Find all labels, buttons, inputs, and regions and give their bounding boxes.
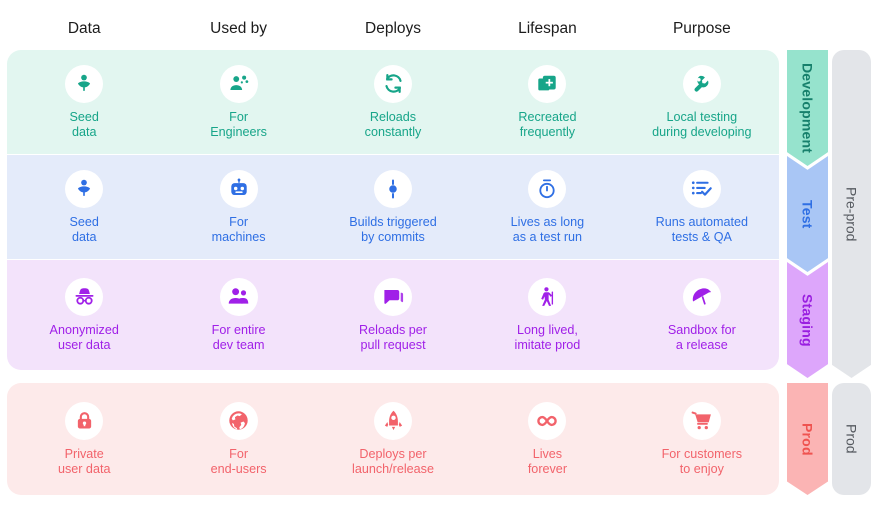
group-column-pre-prod: Pre-prod <box>832 50 871 378</box>
engineer-icon <box>219 64 258 103</box>
column-header-lifespan: Lifespan <box>518 20 577 37</box>
shopping-cart-icon <box>682 401 721 440</box>
column-header-used-by: Used by <box>210 20 268 37</box>
cell-caption: Private user data <box>57 446 111 476</box>
cell-caption: Reloads per pull request <box>359 322 427 352</box>
umbrella-icon <box>682 277 721 316</box>
cell-staging-data: Anonymized user data <box>7 277 161 353</box>
group-label: Prod <box>843 424 860 454</box>
cell-staging-used-by: For entire dev team <box>161 277 315 353</box>
stopwatch-icon <box>528 169 567 208</box>
cell-test-used-by: For machines <box>161 169 315 245</box>
incognito-icon <box>65 277 104 316</box>
seedling-icon <box>65 64 104 103</box>
cell-caption: Long lived, imitate prod <box>514 322 581 352</box>
cell-caption: Reloads constantly <box>364 109 422 139</box>
row-prod: Private user data For end-users Deploy <box>7 383 779 495</box>
env-tab-staging[interactable]: Staging <box>787 262 828 378</box>
env-tab-label: Development <box>799 62 816 154</box>
infinity-icon <box>528 401 567 440</box>
commit-icon <box>374 169 413 208</box>
cell-prod-deploys: Deploys per launch/release <box>316 401 470 477</box>
rocket-icon <box>374 401 413 440</box>
cell-caption: Builds triggered by commits <box>349 214 437 244</box>
cell-development-lifespan: Recreated frequently <box>470 64 624 140</box>
env-tab-label: Prod <box>799 422 816 456</box>
env-tab-label: Staging <box>799 293 816 347</box>
column-header-data: Data <box>67 20 101 37</box>
lock-icon <box>65 401 104 440</box>
cell-staging-deploys: Reloads per pull request <box>316 277 470 353</box>
robot-icon <box>219 169 258 208</box>
row-development: Seed data For Engineers <box>7 50 779 154</box>
cell-caption: Recreated frequently <box>518 109 577 139</box>
cell-caption: Seed data <box>69 214 99 244</box>
cell-development-used-by: For Engineers <box>161 64 315 140</box>
people-icon <box>219 277 258 316</box>
env-tab-prod[interactable]: Prod <box>787 383 828 495</box>
cell-caption: For entire dev team <box>211 322 266 352</box>
cell-caption: Seed data <box>69 109 99 139</box>
elderly-person-icon <box>528 277 567 316</box>
cell-test-data: Seed data <box>7 169 161 245</box>
env-tab-label: Test <box>799 199 816 229</box>
cell-caption: Local testing during developing <box>652 109 752 139</box>
globe-icon <box>219 401 258 440</box>
seedling-icon <box>65 169 104 208</box>
cell-prod-used-by: For end-users <box>161 401 315 477</box>
cell-caption: Deploys per launch/release <box>352 446 434 476</box>
cell-development-deploys: Reloads constantly <box>316 64 470 140</box>
cell-caption: Lives forever <box>527 446 568 476</box>
cell-test-purpose: Runs automated tests & QA <box>625 169 779 245</box>
column-header-deploys: Deploys <box>365 20 422 37</box>
env-tab-development[interactable]: Development <box>787 50 828 166</box>
cell-staging-purpose: Sandbox for a release <box>625 277 779 353</box>
env-tab-test[interactable]: Test <box>787 156 828 272</box>
checklist-icon <box>682 169 721 208</box>
cell-caption: For customers to enjoy <box>661 446 743 476</box>
cell-caption: Anonymized user data <box>49 322 119 352</box>
chat-icon <box>374 277 413 316</box>
cell-development-data: Seed data <box>7 64 161 140</box>
cell-caption: Runs automated tests & QA <box>655 214 749 244</box>
cell-prod-data: Private user data <box>7 401 161 477</box>
cell-caption: Sandbox for a release <box>667 322 736 352</box>
cell-caption: For Engineers <box>210 109 267 139</box>
column-header-row: Data Used by Deploys Lifespan Purpose <box>7 16 779 42</box>
cell-caption: For machines <box>211 214 266 244</box>
cell-staging-lifespan: Long lived, imitate prod <box>470 277 624 353</box>
cell-test-lifespan: Lives as long as a test run <box>470 169 624 245</box>
column-header-purpose: Purpose <box>672 20 731 37</box>
cell-test-deploys: Builds triggered by commits <box>316 169 470 245</box>
cell-prod-lifespan: Lives forever <box>470 401 624 477</box>
cell-caption: For end-users <box>210 446 267 476</box>
row-staging: Anonymized user data For entire dev team <box>7 260 779 370</box>
cell-development-purpose: Local testing during developing <box>625 64 779 140</box>
group-label: Pre-prod <box>843 186 860 242</box>
duplicate-add-icon <box>528 64 567 103</box>
row-test: Seed data For machines <box>7 155 779 259</box>
group-column-prod: Prod <box>832 383 871 495</box>
cell-caption: Lives as long as a test run <box>510 214 585 244</box>
refresh-icon <box>374 64 413 103</box>
cell-prod-purpose: For customers to enjoy <box>625 401 779 477</box>
wrench-icon <box>682 64 721 103</box>
